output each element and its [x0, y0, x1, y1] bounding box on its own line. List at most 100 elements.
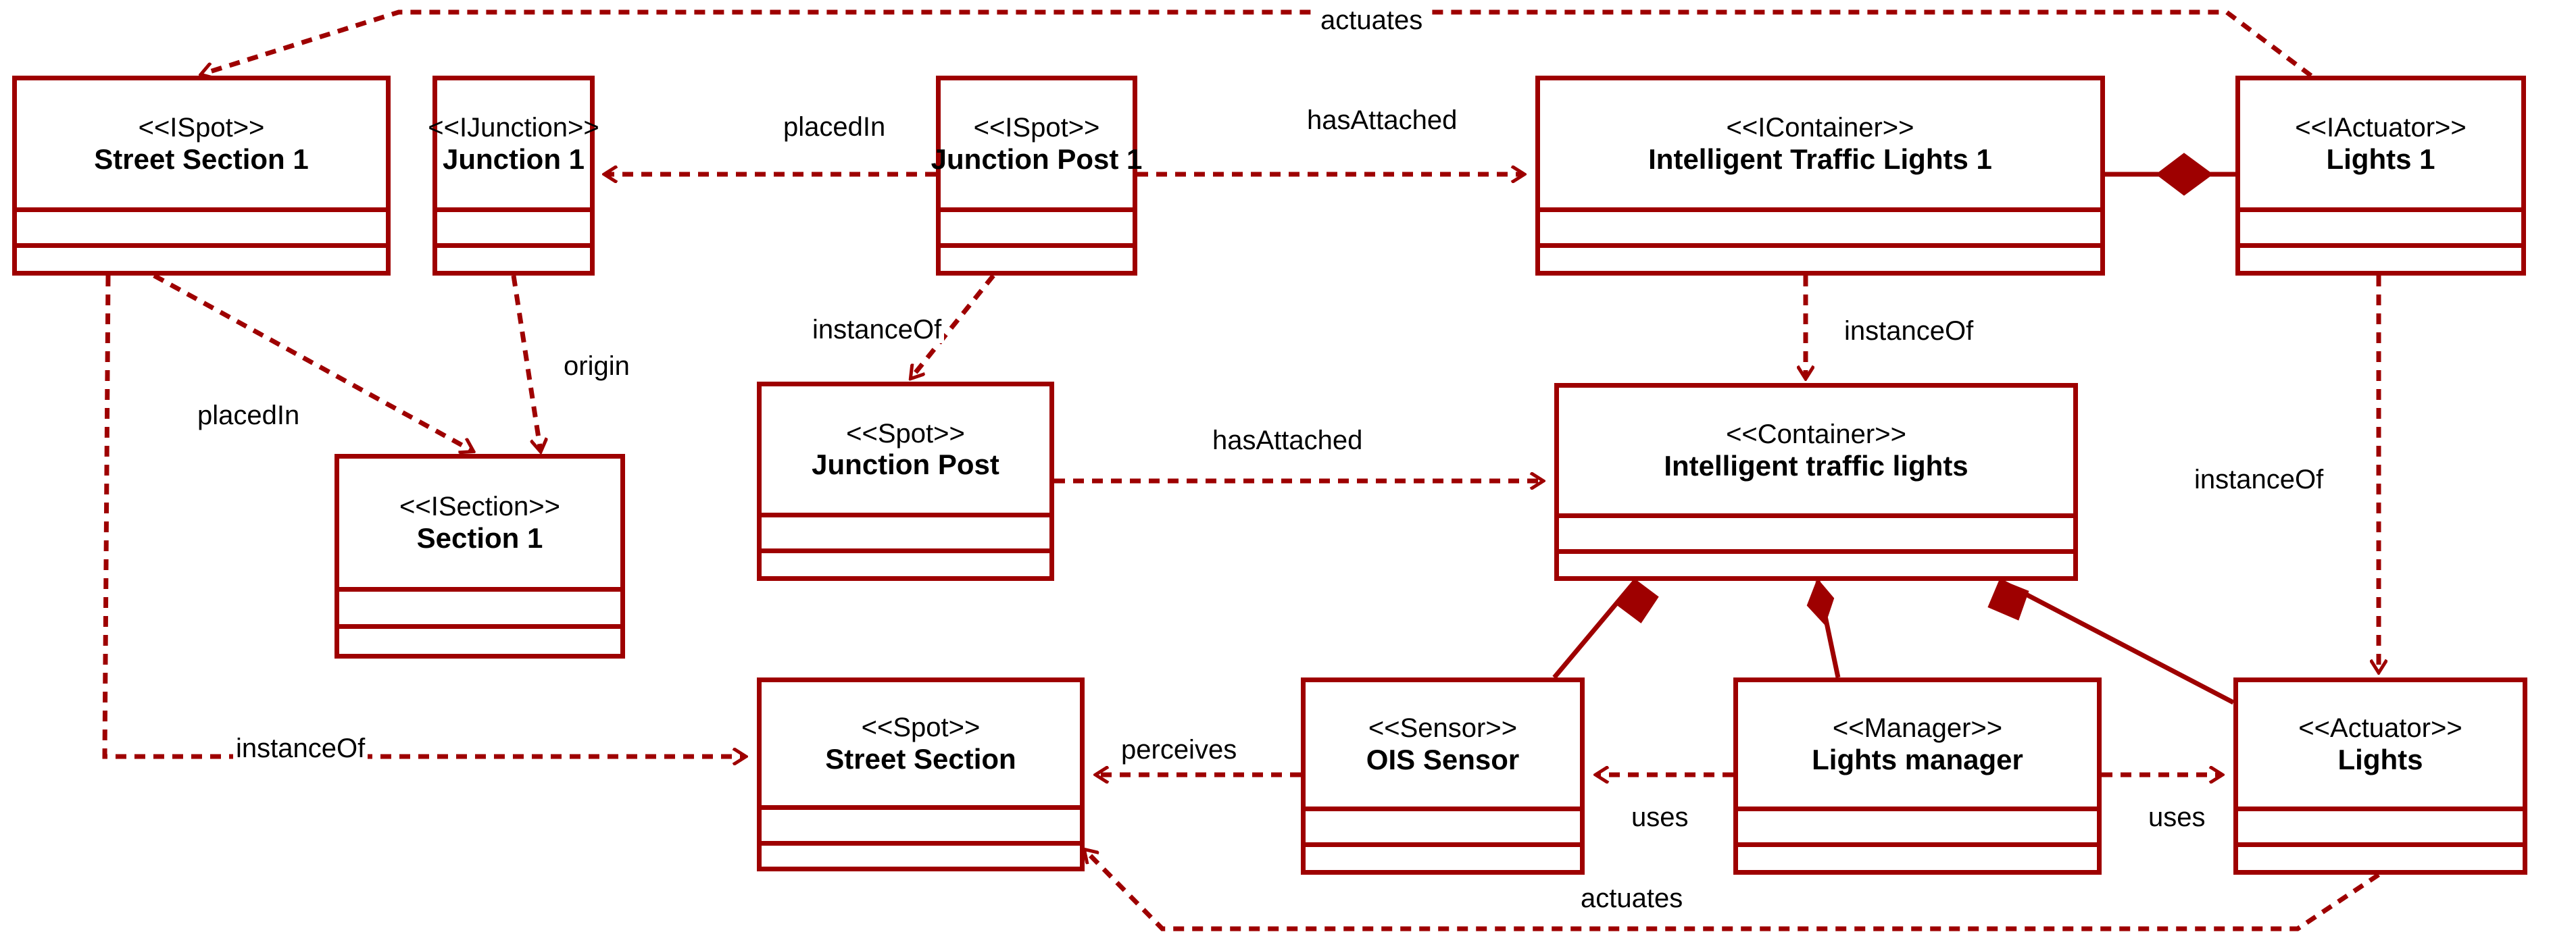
- class-node-lights-1[interactable]: <<IActuator>> Lights 1: [2235, 76, 2526, 276]
- operations-compartment: [2238, 847, 2523, 870]
- class-node-street-section-1[interactable]: <<ISpot>> Street Section 1: [12, 76, 391, 276]
- class-node-intelligent-traffic-lights[interactable]: <<Container>> Intelligent traffic lights: [1554, 383, 2078, 581]
- stereotype-label: <<Spot>>: [861, 713, 981, 743]
- stereotype-label: <<Actuator>>: [2298, 713, 2462, 744]
- class-name-label: Junction 1: [442, 143, 585, 175]
- operations-compartment: [1738, 847, 2097, 870]
- edge-label-perceives: perceives: [1118, 736, 1240, 763]
- stereotype-label: <<Container>>: [1726, 419, 1906, 450]
- attributes-separator: [339, 587, 620, 592]
- operations-compartment: [1540, 248, 2100, 271]
- edge-label-actuates-top: actuates: [1318, 7, 1426, 34]
- edge-label-instanceof-jp: instanceOf: [810, 316, 945, 343]
- stereotype-label: <<Spot>>: [846, 418, 965, 449]
- attributes-separator: [762, 805, 1080, 810]
- class-node-lights-manager[interactable]: <<Manager>> Lights manager: [1733, 677, 2102, 875]
- stereotype-label: <<Manager>>: [1832, 713, 2003, 744]
- operations-separator: [1559, 549, 2073, 554]
- attributes-separator: [2240, 207, 2521, 212]
- class-name-label: Intelligent traffic lights: [1664, 449, 1968, 482]
- operations-compartment: [1559, 554, 2073, 576]
- operations-separator: [17, 243, 386, 248]
- attributes-compartment: [1306, 811, 1580, 842]
- class-name-label: Junction Post 1: [931, 143, 1143, 175]
- edge-label-instanceof-itl: instanceOf: [1841, 317, 1977, 344]
- class-name-label: Section 1: [416, 521, 543, 554]
- stereotype-label: <<IContainer>>: [1726, 113, 1914, 143]
- edge-agg-ois: [1552, 579, 1637, 680]
- class-node-ois-sensor[interactable]: <<Sensor>> OIS Sensor: [1301, 677, 1585, 875]
- operations-compartment: [339, 629, 620, 654]
- edge-label-actuates-bottom: actuates: [1578, 885, 1686, 912]
- stereotype-label: <<ISpot>>: [138, 113, 265, 143]
- operations-compartment: [2240, 248, 2521, 271]
- attributes-separator: [437, 207, 590, 212]
- class-node-junction-post-1[interactable]: <<ISpot>> Junction Post 1: [931, 76, 1142, 276]
- attributes-separator: [762, 513, 1049, 517]
- attributes-separator: [1540, 207, 2100, 212]
- edge-label-placedin-left: placedIn: [195, 402, 303, 429]
- operations-separator: [339, 624, 620, 629]
- edge-instanceof-street-section: [102, 275, 745, 757]
- class-node-section-1[interactable]: <<ISection>> Section 1: [335, 454, 625, 659]
- edge-instanceof-junction-post: [911, 274, 995, 378]
- stereotype-label: <<IActuator>>: [2295, 113, 2467, 143]
- stereotype-label: <<IJunction>>: [428, 113, 599, 143]
- class-node-street-section[interactable]: <<Spot>> Street Section: [757, 677, 1085, 871]
- edge-label-instanceof-lights: instanceOf: [2191, 466, 2327, 493]
- attributes-separator: [941, 207, 1133, 212]
- attributes-compartment: [1738, 811, 2097, 842]
- edge-label-hasattached-mid: hasAttached: [1210, 427, 1366, 454]
- attributes-compartment: [762, 810, 1080, 841]
- attributes-compartment: [339, 592, 620, 624]
- operations-compartment: [17, 248, 386, 271]
- attributes-compartment: [17, 212, 386, 243]
- stereotype-label: <<Sensor>>: [1368, 713, 1518, 744]
- stereotype-label: <<ISection>>: [399, 492, 560, 522]
- edge-label-uses-right: uses: [2146, 804, 2208, 831]
- edge-label-hasattached-top: hasAttached: [1304, 107, 1460, 134]
- edge-agg-lights: [1999, 578, 2235, 705]
- class-node-intelligent-traffic-lights-1[interactable]: <<IContainer>> Intelligent Traffic Light…: [1535, 76, 2105, 276]
- operations-separator: [2240, 243, 2521, 248]
- operations-compartment: [437, 248, 590, 271]
- attributes-separator: [1559, 513, 2073, 518]
- edge-label-origin: origin: [561, 353, 633, 380]
- attributes-separator: [1306, 807, 1580, 811]
- operations-separator: [762, 548, 1049, 553]
- operations-compartment: [762, 553, 1049, 576]
- operations-separator: [1540, 243, 2100, 248]
- attributes-separator: [2238, 807, 2523, 811]
- attributes-compartment: [2240, 212, 2521, 243]
- operations-separator: [1738, 842, 2097, 847]
- edge-label-placedin-top: placedIn: [781, 113, 889, 140]
- operations-compartment: [1306, 847, 1580, 870]
- class-node-lights[interactable]: <<Actuator>> Lights: [2233, 677, 2527, 875]
- operations-separator: [2238, 842, 2523, 847]
- class-name-label: Street Section: [825, 742, 1016, 775]
- operations-separator: [762, 841, 1080, 846]
- class-name-label: Lights 1: [2326, 143, 2435, 175]
- attributes-compartment: [437, 212, 590, 243]
- aggregation-diamond-manager: [1806, 578, 1835, 625]
- edge-label-uses-left: uses: [1629, 804, 1691, 831]
- class-name-label: Lights: [2337, 743, 2423, 775]
- class-node-junction-post[interactable]: <<Spot>> Junction Post: [757, 382, 1054, 581]
- attributes-compartment: [2238, 811, 2523, 842]
- operations-separator: [941, 243, 1133, 248]
- edge-origin: [511, 275, 541, 451]
- attributes-compartment: [1559, 518, 2073, 549]
- attributes-compartment: [1540, 212, 2100, 243]
- edge-actuates-bottom: [1085, 850, 2380, 931]
- aggregation-diamond-ois: [1617, 579, 1659, 623]
- operations-compartment: [762, 846, 1080, 867]
- class-node-junction-1[interactable]: <<IJunction>> Junction 1: [428, 76, 599, 276]
- stereotype-label: <<ISpot>>: [973, 113, 1100, 143]
- attributes-compartment: [941, 212, 1133, 243]
- edge-actuates-top: [201, 9, 2313, 76]
- class-name-label: Junction Post: [812, 449, 999, 481]
- attributes-separator: [17, 207, 386, 212]
- class-name-label: OIS Sensor: [1366, 743, 1520, 775]
- operations-compartment: [941, 248, 1133, 271]
